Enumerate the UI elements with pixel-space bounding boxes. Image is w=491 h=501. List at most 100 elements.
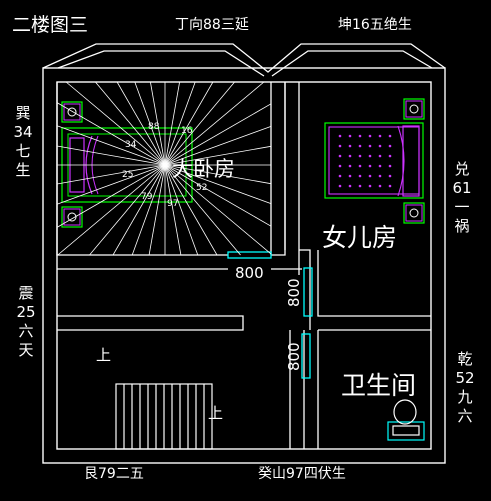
compass-ray — [112, 164, 166, 256]
compass-ray — [131, 164, 166, 256]
compass-ray — [164, 81, 180, 166]
top-right-direction-label: 坤16五绝生 — [338, 17, 412, 33]
compass-ray — [164, 164, 272, 185]
compass-ray — [164, 164, 272, 204]
bed-pattern-dot — [378, 144, 382, 148]
bed-pattern-dot — [368, 144, 372, 148]
horizontal-dimension-label: 800 — [235, 264, 264, 282]
plan-title: 二楼图三 — [12, 14, 88, 36]
bed-pattern-dot — [388, 154, 392, 158]
compass-number-52: 52 — [196, 183, 207, 193]
bottom-left-direction-label: 艮79二五 — [84, 466, 144, 482]
bed-pattern-dot — [348, 134, 352, 138]
bed-pattern-dot — [388, 184, 392, 188]
staircase — [115, 383, 213, 450]
bed-pattern-dot — [348, 154, 352, 158]
bed-pattern-dot — [388, 134, 392, 138]
compass-ray — [65, 81, 166, 166]
master-bed — [61, 101, 193, 228]
toilet-icon — [387, 399, 425, 441]
bed-pattern-dot — [378, 184, 382, 188]
compass-ray — [164, 164, 272, 255]
compass-ray — [164, 81, 196, 166]
bed-pattern-dot — [348, 164, 352, 168]
side-label-right-bottom: 乾 52 九 六 — [455, 350, 475, 425]
compass-ray — [148, 164, 166, 256]
daughter-bed — [324, 98, 425, 224]
bed-pattern-dot — [338, 154, 342, 158]
compass-ray — [164, 164, 272, 227]
master-bedroom-label: 大卧房 — [172, 157, 235, 181]
compass-ray — [164, 81, 265, 166]
bed-pattern-dot — [358, 164, 362, 168]
compass-ray — [56, 164, 166, 185]
compass-ray — [116, 81, 166, 166]
compass-ray — [164, 103, 272, 166]
bed-pattern-dot — [338, 144, 342, 148]
bed-pattern-dot — [368, 154, 372, 158]
compass-ray — [164, 164, 218, 256]
compass-ray — [164, 164, 199, 256]
bed-pattern-dot — [368, 174, 372, 178]
compass-number-88: 88 — [148, 122, 160, 132]
bed-pattern-dot — [348, 184, 352, 188]
stair-up-label-2: 上 — [208, 404, 223, 422]
bed-pattern-dot — [378, 154, 382, 158]
compass-ray — [56, 164, 166, 205]
bed-pattern-dot — [368, 184, 372, 188]
compass-number-16: 16 — [181, 126, 193, 136]
compass-ray — [150, 81, 166, 166]
vertical-dimension-label-upper: 800 — [285, 278, 303, 307]
compass-ray — [95, 81, 166, 166]
bed-pattern-dot — [338, 134, 342, 138]
compass-number-25: 25 — [122, 170, 133, 180]
bed-pattern-dot — [368, 134, 372, 138]
bed-pattern-dot — [378, 134, 382, 138]
door-openings — [227, 251, 313, 379]
side-label-right-top: 兑 61 一 祸 — [452, 160, 472, 235]
stair-up-label-1: 上 — [96, 346, 111, 364]
bed-pattern-dot — [358, 174, 362, 178]
bed-pattern-dot — [338, 174, 342, 178]
bed-pattern-dot — [388, 164, 392, 168]
side-label-left-top: 巽 34 七 生 — [13, 104, 33, 179]
bed-pattern-dot — [348, 144, 352, 148]
compass-ray — [134, 81, 166, 166]
daughter-room-label: 女儿房 — [322, 223, 397, 252]
compass-number-97: 97 — [167, 199, 178, 209]
bed-pattern-dot — [388, 174, 392, 178]
bed-pattern-dot — [338, 184, 342, 188]
roof-outline — [42, 43, 446, 77]
bed-pattern-dot — [358, 184, 362, 188]
outer-walls — [42, 67, 446, 464]
bed-pattern-dot — [338, 164, 342, 168]
compass-ray — [57, 164, 166, 256]
compass-ray-group — [56, 81, 272, 256]
bed-pattern-dot — [348, 174, 352, 178]
compass-ray — [164, 126, 272, 166]
bed-pattern-dot — [378, 164, 382, 168]
compass-ray — [89, 164, 166, 256]
compass-numbers: 88 16 34 52 25 79 97 — [122, 122, 207, 209]
compass-ray — [164, 164, 182, 256]
bed-pattern-dot — [358, 144, 362, 148]
bathroom-label: 卫生间 — [341, 371, 416, 400]
compass-ray — [56, 102, 166, 166]
bed-pattern-dot — [368, 164, 372, 168]
compass-ray — [164, 81, 214, 166]
compass-ray — [164, 145, 272, 166]
bed-pattern-dot — [358, 154, 362, 158]
compass-number-34: 34 — [125, 140, 137, 150]
compass-number-79: 79 — [141, 192, 153, 202]
bottom-right-direction-label: 癸山97四伏生 — [258, 466, 346, 482]
vertical-dimension-label-lower: 800 — [285, 342, 303, 371]
bed-pattern-dot — [358, 134, 362, 138]
compass-ray — [164, 81, 235, 166]
side-label-left-bottom: 震 25 六 天 — [16, 284, 36, 359]
bed-pattern-dot — [388, 144, 392, 148]
top-left-direction-label: 丁向88三延 — [175, 17, 249, 33]
compass-ray — [56, 164, 166, 228]
compass-ray — [164, 164, 241, 256]
bed-pattern-dot — [378, 174, 382, 178]
